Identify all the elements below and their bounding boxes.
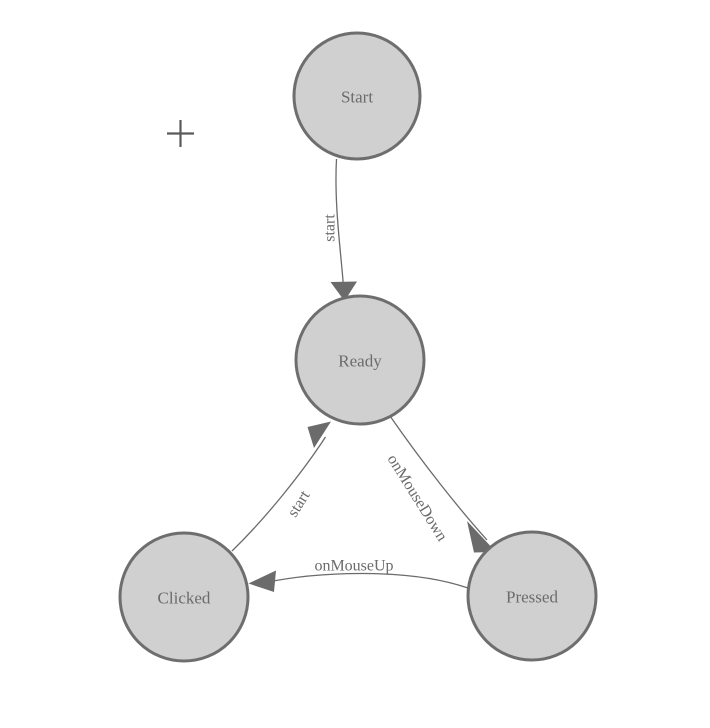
- edge-pressed-to-clicked-path: [262, 572, 469, 589]
- edge-start-to-ready-label: start: [322, 214, 339, 242]
- node-pressed[interactable]: Pressed: [466, 530, 598, 662]
- edge-start-to-ready-path: [335, 158, 345, 288]
- edge-start-to-ready[interactable]: start: [322, 158, 358, 301]
- edge-clicked-to-ready[interactable]: start: [231, 421, 331, 552]
- node-pressed-circle[interactable]: [466, 530, 598, 662]
- node-clicked[interactable]: Clicked: [118, 531, 250, 663]
- node-start[interactable]: Start: [292, 31, 422, 161]
- node-start-circle[interactable]: [292, 31, 422, 161]
- node-clicked-label: Clicked: [158, 589, 211, 608]
- edge-start-to-ready-arrowhead: [330, 281, 357, 301]
- node-clicked-circle[interactable]: [118, 531, 250, 663]
- edge-pressed-to-clicked-arrowhead: [248, 570, 276, 592]
- edge-ready-to-pressed[interactable]: onMouseDown: [384, 415, 496, 553]
- edge-pressed-to-clicked[interactable]: onMouseUp: [248, 558, 469, 593]
- crosshair-icon[interactable]: [167, 120, 194, 147]
- edge-clicked-to-ready-arrowhead: [307, 421, 331, 448]
- edge-ready-to-pressed-arrowhead: [467, 521, 496, 553]
- edge-ready-to-pressed-label: onMouseDown: [384, 452, 451, 545]
- edge-clicked-to-ready-path: [231, 436, 327, 552]
- node-ready-label: Ready: [338, 352, 382, 371]
- node-pressed-label: Pressed: [506, 588, 558, 607]
- node-start-label: Start: [341, 88, 373, 107]
- node-ready[interactable]: Ready: [294, 294, 426, 426]
- edge-ready-to-pressed-path: [389, 415, 488, 541]
- node-ready-circle[interactable]: [294, 294, 426, 426]
- edge-pressed-to-clicked-label: onMouseUp: [314, 558, 393, 575]
- edge-clicked-to-ready-label: start: [284, 487, 313, 520]
